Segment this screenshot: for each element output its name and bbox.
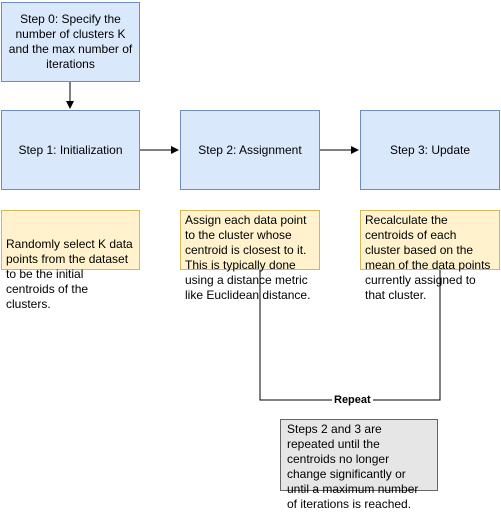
assign-note-text: Assign each data point to the cluster wh… — [185, 213, 311, 302]
repeat-label: Repeat — [332, 394, 373, 406]
repeat-note: Steps 2 and 3 are repeated until the cen… — [280, 419, 438, 511]
step1-box: Step 1: Initialization — [1, 110, 140, 190]
update-note-text: Recalculate the centroids of each cluste… — [365, 213, 491, 302]
step3-box: Step 3: Update — [360, 110, 500, 190]
step2-box: Step 2: Assignment — [180, 110, 320, 190]
step3-label: Step 3: Update — [389, 142, 471, 157]
update-note: Recalculate the centroids of each cluste… — [360, 210, 500, 302]
step0-box: Step 0: Specify the number of clusters K… — [1, 2, 140, 82]
step1-label: Step 1: Initialization — [18, 142, 123, 157]
repeat-note-text: Steps 2 and 3 are repeated until the cen… — [287, 422, 419, 511]
init-note: Randomly select K data points from the d… — [1, 210, 140, 311]
assign-note: Assign each data point to the cluster wh… — [180, 210, 320, 302]
step2-label: Step 2: Assignment — [198, 142, 302, 157]
init-note-text: Randomly select K data points from the d… — [6, 237, 133, 311]
step0-label: Step 0: Specify the number of clusters K… — [8, 12, 133, 71]
